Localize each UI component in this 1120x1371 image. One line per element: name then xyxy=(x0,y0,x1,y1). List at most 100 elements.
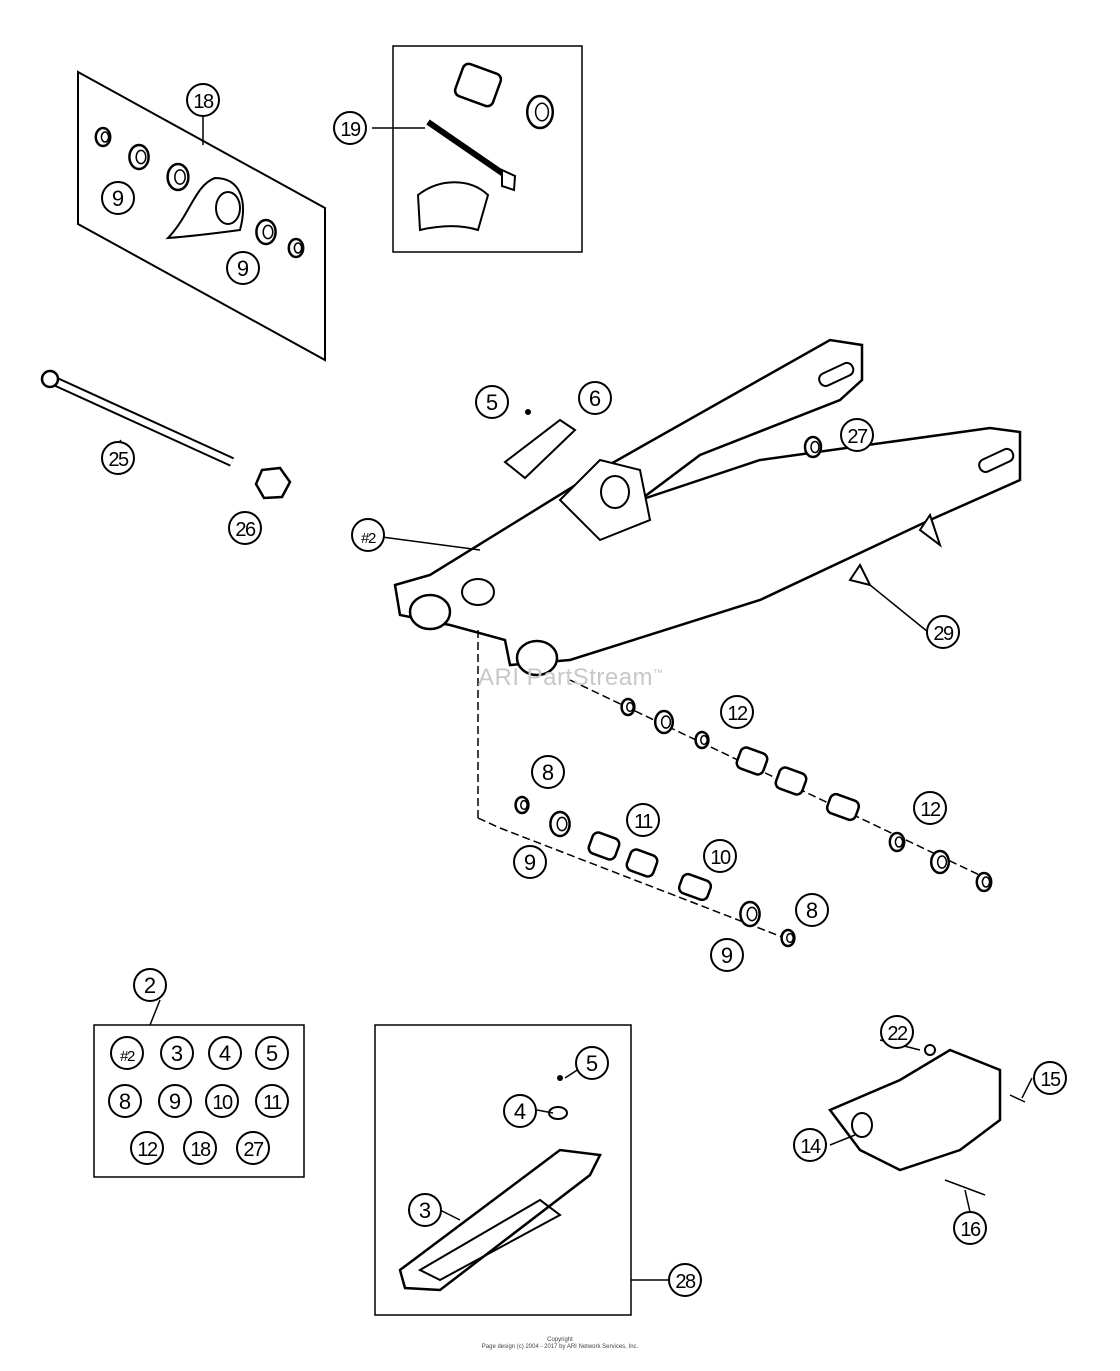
kit-2-item-11[interactable]: 11 xyxy=(255,1084,289,1118)
cross-hole xyxy=(461,578,495,606)
kit-28-box xyxy=(374,1024,632,1316)
callout-4[interactable]: 4 xyxy=(503,1094,537,1128)
kit-2-item-27[interactable]: 27 xyxy=(236,1131,270,1165)
callout-label: 5 xyxy=(486,390,498,415)
leader-line xyxy=(829,1134,856,1146)
callout-label: 12 xyxy=(727,703,748,725)
callout-11[interactable]: 11 xyxy=(626,803,660,837)
callout-12[interactable]: 12 xyxy=(913,791,947,825)
callout-27[interactable]: 27 xyxy=(840,418,874,452)
nut xyxy=(924,1044,936,1056)
bush-bore xyxy=(262,224,274,240)
kit-2-item-8[interactable]: 8 xyxy=(108,1084,142,1118)
bush-bore xyxy=(936,855,948,869)
kit-19-box xyxy=(392,45,583,253)
bush-bore xyxy=(174,169,186,185)
callout-8[interactable]: 8 xyxy=(795,893,829,927)
washer-bore xyxy=(700,734,708,746)
half-shell xyxy=(416,181,490,232)
callout-9[interactable]: 9 xyxy=(710,938,744,972)
callout-15[interactable]: 15 xyxy=(1033,1061,1067,1095)
callout-22[interactable]: 22 xyxy=(880,1015,914,1049)
callout-5[interactable]: 5 xyxy=(475,385,509,419)
callout-label: 25 xyxy=(108,449,129,471)
callout-14[interactable]: 14 xyxy=(793,1128,827,1162)
axle-slot xyxy=(818,361,855,387)
bolt-head xyxy=(501,168,517,192)
kit-2-item-3[interactable]: 3 xyxy=(160,1036,194,1070)
callout-5[interactable]: 5 xyxy=(575,1046,609,1080)
callout-label: 12 xyxy=(920,799,941,821)
callout-circle xyxy=(160,1036,194,1070)
callout-2[interactable]: 2 xyxy=(133,968,167,1002)
callout-25[interactable]: 25 xyxy=(101,441,135,475)
axle-head xyxy=(40,369,60,389)
kit-2-item-12[interactable]: 12 xyxy=(130,1131,164,1165)
callout-26[interactable]: 26 xyxy=(228,511,262,545)
callout-label: 10 xyxy=(710,847,731,869)
leader-line xyxy=(869,584,929,633)
callout-28[interactable]: 28 xyxy=(668,1263,702,1297)
callout-label: 26 xyxy=(235,519,256,541)
callout-circle xyxy=(913,791,947,825)
kit-2-item-5[interactable]: 5 xyxy=(255,1036,289,1070)
kit-2-item-4[interactable]: 4 xyxy=(208,1036,242,1070)
callout-9[interactable]: 9 xyxy=(226,251,260,285)
callout-18[interactable]: 18 xyxy=(186,83,220,117)
callout-29[interactable]: 29 xyxy=(926,615,960,649)
callout-label: 9 xyxy=(169,1089,181,1114)
kit-2-item-sub-2[interactable]: #2 xyxy=(110,1036,144,1070)
callout-label: 4 xyxy=(219,1041,231,1066)
callout-label: 29 xyxy=(933,623,954,645)
axle-nut xyxy=(254,466,292,500)
callout-16[interactable]: 16 xyxy=(953,1211,987,1245)
chain-guide-hole xyxy=(851,1112,873,1138)
pivot-bore-left xyxy=(408,593,452,631)
callout-sub-2[interactable]: #2 xyxy=(351,518,385,552)
seal-bore xyxy=(520,799,528,811)
callout-circle xyxy=(255,1036,289,1070)
callout-circle xyxy=(840,418,874,452)
callout-circle xyxy=(208,1036,242,1070)
seal-bore xyxy=(293,242,303,254)
callout-label: 18 xyxy=(190,1139,211,1161)
callout-3[interactable]: 3 xyxy=(408,1193,442,1227)
bearing-seal-bore xyxy=(534,102,550,122)
callout-label: 9 xyxy=(237,256,249,281)
callout-label: #2 xyxy=(361,530,376,547)
callout-19[interactable]: 19 xyxy=(333,111,367,145)
kit-2-item-18[interactable]: 18 xyxy=(183,1131,217,1165)
callout-circle xyxy=(710,938,744,972)
callout-label: 8 xyxy=(806,898,818,923)
kit-2-item-9[interactable]: 9 xyxy=(158,1084,192,1118)
pivot-bore-right xyxy=(515,639,559,677)
callout-circle xyxy=(226,251,260,285)
callout-12[interactable]: 12 xyxy=(720,695,754,729)
callout-10[interactable]: 10 xyxy=(703,839,737,873)
callout-label: 11 xyxy=(263,1092,282,1114)
callout-label: 19 xyxy=(340,119,361,141)
callout-label: 6 xyxy=(589,386,601,411)
pivot-guide-hole xyxy=(215,191,241,225)
callout-circle xyxy=(503,1094,537,1128)
callout-9[interactable]: 9 xyxy=(513,845,547,879)
swingarm-axle-core xyxy=(50,377,234,465)
callout-label: 9 xyxy=(112,186,124,211)
needle-bearing xyxy=(625,848,659,878)
callout-circle xyxy=(1033,1061,1067,1095)
callout-circle xyxy=(186,83,220,117)
callout-circle xyxy=(475,385,509,419)
callout-9[interactable]: 9 xyxy=(101,181,135,215)
callout-label: 27 xyxy=(243,1139,264,1161)
callout-6[interactable]: 6 xyxy=(578,381,612,415)
callout-8[interactable]: 8 xyxy=(531,755,565,789)
kit-2-item-10[interactable]: 10 xyxy=(205,1084,239,1118)
callout-circle xyxy=(578,381,612,415)
kit-2-box xyxy=(93,1024,305,1178)
callout-circle xyxy=(205,1084,239,1118)
callout-label: 18 xyxy=(193,91,214,113)
leader-line xyxy=(149,999,161,1026)
callout-circle xyxy=(183,1131,217,1165)
callout-circle xyxy=(351,518,385,552)
